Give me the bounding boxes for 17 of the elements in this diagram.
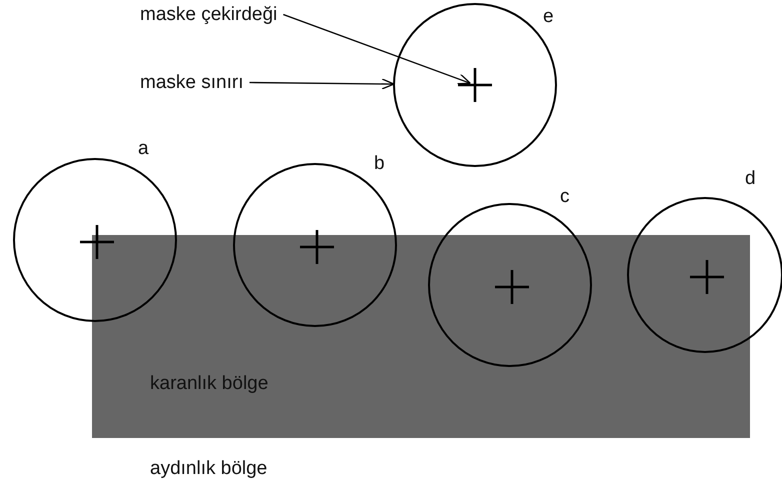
mask-circle (13, 158, 177, 322)
circle-letter: e (543, 6, 554, 28)
callout-text: maske sınırı (140, 72, 244, 93)
callout-text: maske çekirdeği (140, 4, 278, 25)
mask-circle (428, 203, 592, 367)
circle-letter: d (745, 168, 756, 190)
circle-letter: c (560, 186, 570, 208)
circle-letter: b (374, 153, 385, 175)
cross-mark (457, 67, 493, 103)
region-label: aydınlık bölge (150, 458, 268, 480)
circle-letter: a (138, 138, 149, 160)
leader-arrow (249, 78, 395, 90)
leader-arrow (283, 14, 471, 84)
mask-circle (627, 197, 782, 353)
dark-region (92, 235, 750, 438)
mask-circle (393, 3, 557, 167)
region-label: karanlık bölge (150, 373, 268, 395)
